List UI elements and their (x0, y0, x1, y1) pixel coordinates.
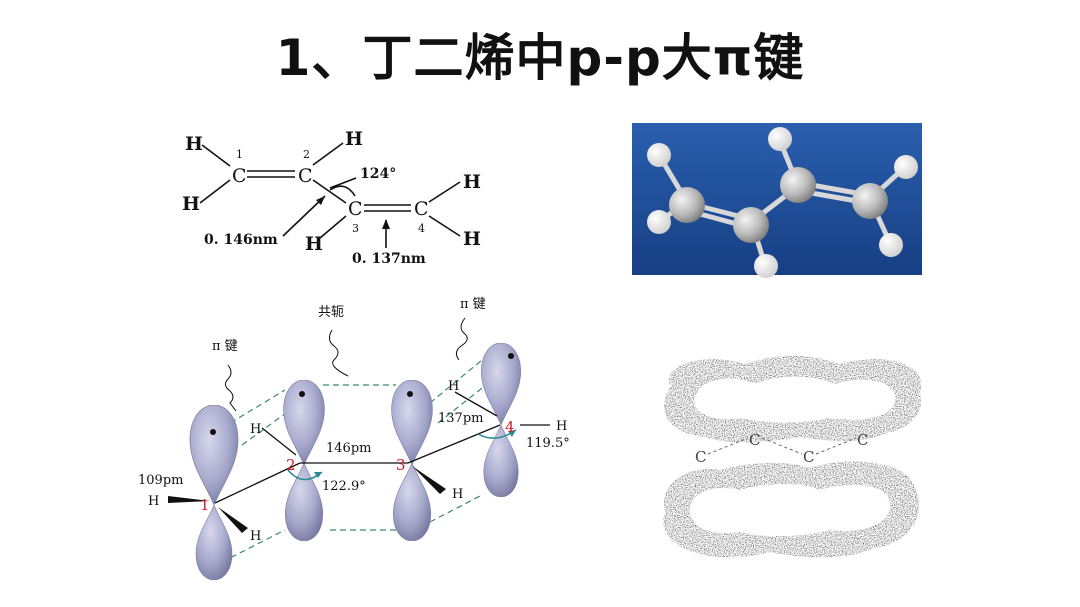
atom-h-c4-top: H (463, 171, 481, 193)
label-h-c3: H (452, 487, 463, 502)
cloud-carbon-3: C (803, 448, 814, 466)
carbon-number-4: 4 (505, 418, 515, 436)
atom-h-c4-bottom: H (463, 228, 481, 250)
label-137pm: 137pm (438, 411, 483, 426)
label-conjugation: 共轭 (318, 304, 344, 320)
label-angle-119: 119.5° (526, 436, 570, 451)
cloud-carbon-2: C (749, 431, 760, 449)
label-pi-bond-right: π 键 (460, 297, 486, 312)
atom-c3: C (348, 198, 363, 220)
atom-c2: C (298, 165, 313, 187)
lower-cloud (663, 461, 920, 558)
label-pi-bond-left: π 键 (212, 339, 238, 354)
angle-label-124: 124° (360, 166, 396, 182)
atom-number-1: 1 (236, 148, 243, 161)
atom-h-top-left: H (185, 133, 203, 155)
atom-number-4: 4 (418, 222, 425, 235)
orbital-c4 (480, 343, 522, 497)
carbon-number-3: 3 (396, 456, 406, 474)
orbital-c2 (283, 380, 325, 541)
hydrogen-atoms (647, 127, 918, 278)
cloud-carbon-1: C (695, 448, 706, 466)
atom-h-c3: H (305, 233, 323, 255)
label-h-c1-down: H (250, 529, 261, 544)
atom-c1: C (232, 165, 247, 187)
carbon-atoms (669, 167, 888, 243)
bond-length-single: 0. 146nm (204, 232, 278, 248)
label-146pm: 146pm (326, 441, 371, 456)
label-h-c4-right: H (556, 419, 567, 434)
atom-number-2: 2 (303, 148, 310, 161)
cloud-carbon-4: C (857, 431, 868, 449)
upper-cloud (664, 355, 922, 443)
carbon-number-2: 2 (286, 456, 296, 474)
slide-title: 1、丁二烯中p-p大π键 (275, 29, 805, 87)
atom-h-c2: H (345, 128, 363, 150)
label-109pm: 109pm (138, 473, 183, 488)
label-h-c1-left: H (148, 494, 159, 509)
carbon-number-1: 1 (200, 496, 210, 514)
orbital-c3 (391, 380, 433, 541)
ball-stick-model (632, 123, 922, 278)
atom-number-3: 3 (352, 222, 359, 235)
label-angle-122: 122.9° (322, 479, 366, 494)
electron-cloud-diagram: C C C C (663, 355, 922, 558)
orbital-c1 (189, 405, 239, 580)
label-h-c2: H (250, 422, 261, 437)
atom-c4: C (414, 198, 429, 220)
atom-h-bottom-left: H (182, 193, 200, 215)
bond-length-double: 0. 137nm (352, 251, 426, 267)
label-h-c4-top: H (448, 379, 459, 394)
